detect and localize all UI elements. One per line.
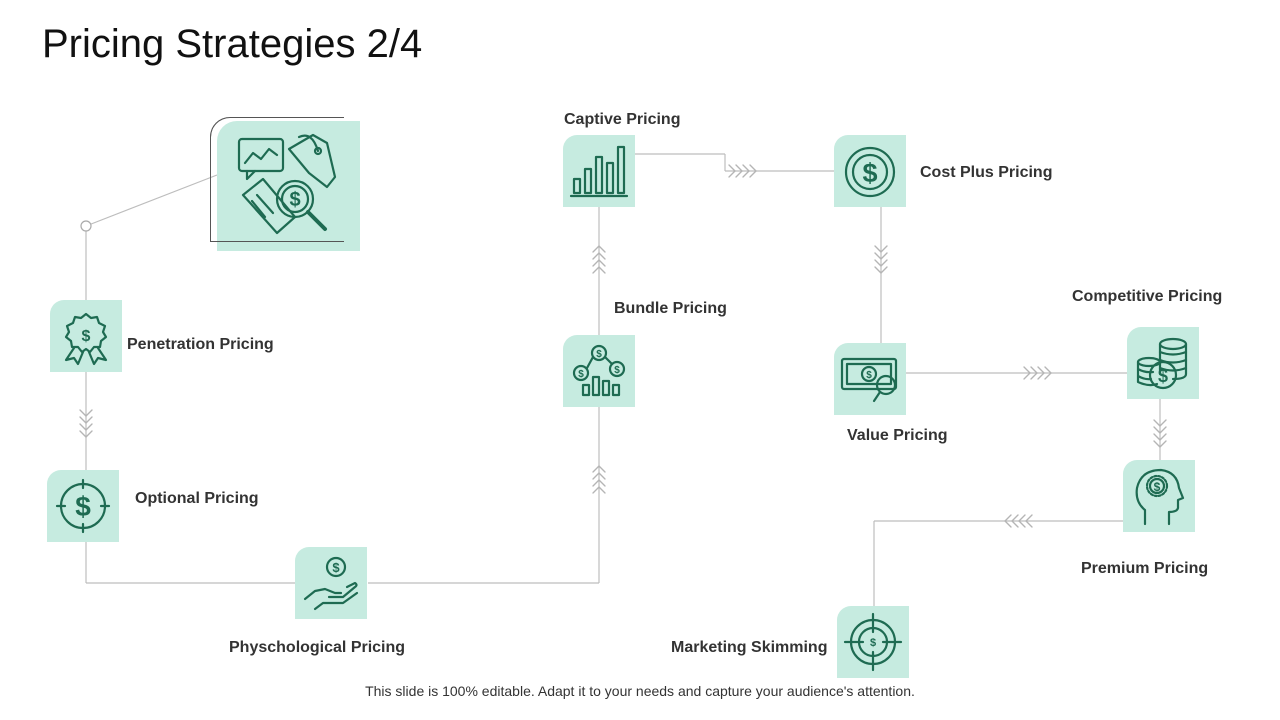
marketing-skimming-label: Marketing Skimming [671,639,828,656]
banknote-magnifier-icon: $ [840,357,898,403]
svg-text:$: $ [596,349,602,360]
svg-text:$: $ [578,369,584,380]
competitive-pricing-label: Competitive Pricing [1072,288,1223,305]
coins-bar-chart-icon: $ $ $ [572,344,626,397]
competitive-pricing-tile: $ [1127,327,1199,399]
svg-text:$: $ [614,365,620,376]
svg-text:$: $ [75,491,91,522]
analytics-price-tag-magnifier-icon: $ [237,133,337,235]
physchological-pricing-label: Physchological Pricing [229,639,406,656]
award-badge-dollar-icon: $ [64,312,108,366]
head-dollar-icon: $ [1135,468,1185,526]
svg-text:$: $ [866,370,872,381]
bundle-pricing-label: Bundle Pricing [614,300,727,317]
cost-plus-pricing-tile: $ [834,135,906,207]
crosshair-dollar-icon: $ [843,612,903,672]
svg-text:$: $ [332,560,340,575]
hero-frame-shadow [210,117,344,242]
captive-pricing-tile [563,135,635,207]
marketing-skimming-tile: $ [837,606,909,678]
dollar-coin-icon: $ [844,146,896,198]
svg-text:$: $ [862,158,877,188]
dollar-target-icon: $ [55,478,111,534]
penetration-pricing-label: Penetration Pricing [127,336,274,353]
hand-holding-coin-icon: $ [303,556,359,611]
physchological-pricing-tile: $ [295,547,367,619]
bundle-pricing-tile: $ $ $ [563,335,635,407]
svg-text:$: $ [1158,366,1168,386]
optional-pricing-label: Optional Pricing [135,490,259,507]
value-pricing-tile: $ [834,343,906,415]
optional-pricing-tile: $ [47,470,119,542]
svg-text:$: $ [870,637,876,649]
page-title: Pricing Strategies 2/4 [42,22,423,66]
premium-pricing-tile: $ [1123,460,1195,532]
captive-pricing-label: Captive Pricing [564,111,681,128]
svg-text:$: $ [1154,480,1161,494]
footer-note: This slide is 100% editable. Adapt it to… [365,683,915,699]
svg-text:$: $ [82,328,91,345]
value-pricing-label: Value Pricing [847,427,948,444]
bar-chart-icon [569,145,629,198]
coin-stack-icon: $ [1136,337,1188,390]
cost-plus-pricing-label: Cost Plus Pricing [920,164,1053,181]
svg-text:$: $ [289,189,300,211]
penetration-pricing-tile: $ [50,300,122,372]
premium-pricing-label: Premium Pricing [1081,560,1209,577]
